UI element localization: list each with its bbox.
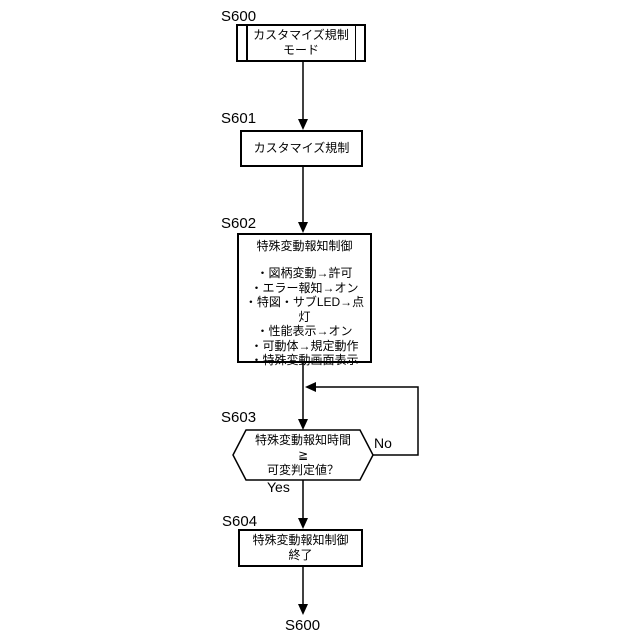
node-s602-bullet-5: ・可動体→規定動作 xyxy=(250,338,359,353)
arrowhead-into-s601 xyxy=(298,119,308,130)
node-s601-customize-restrict: カスタマイズ規制 xyxy=(240,130,363,167)
step-label-s600: S600 xyxy=(221,8,257,25)
node-s602-special-variation-notice-control: 特殊変動報知制御 ・図柄変動→許可 ・エラー報知→オン ・特図・サブLED→点灯… xyxy=(237,233,372,367)
node-s602-bullet-1: ・図柄変動→許可 xyxy=(256,266,353,280)
connector-no-loop xyxy=(307,386,419,456)
node-s604-special-variation-notice-control-end: 特殊変動報知制御 終了 xyxy=(238,529,363,567)
node-s603-text-line3: 可変判定値？ xyxy=(266,462,339,477)
step-label-s604: S604 xyxy=(222,513,258,530)
node-s600-text-line2: モード xyxy=(282,43,319,57)
arrowhead-into-s602 xyxy=(298,222,308,233)
step-label-s601: S601 xyxy=(221,110,257,127)
node-s600-text-line1: カスタマイズ規制 xyxy=(253,28,349,42)
node-s604-text-line2: 終了 xyxy=(288,548,313,562)
node-s603-text-line2: ≧ xyxy=(297,447,309,462)
node-s602-bullet-4: ・性能表示→オン xyxy=(256,324,353,338)
node-s602-title: 特殊変動報知制御 xyxy=(256,239,353,253)
arrowhead-into-s604 xyxy=(298,518,308,529)
node-s601-text-line1: カスタマイズ規制 xyxy=(253,141,350,155)
node-s603-text-line1: 特殊変動報知時間 xyxy=(254,432,351,447)
node-s602-bullet-3: ・特図・サブLED→点灯 xyxy=(244,295,365,324)
node-s604-text-line1: 特殊変動報知制御 xyxy=(252,533,349,547)
arrowheads xyxy=(298,119,316,615)
node-s600-customize-restrict-mode: カスタマイズ規制 モード xyxy=(236,24,366,62)
branch-label-yes: Yes xyxy=(267,479,290,495)
node-s602-bullet-6: ・特殊変動画面表示 xyxy=(250,353,359,367)
branch-label-no: No xyxy=(374,435,392,451)
connector-lines xyxy=(302,62,419,606)
node-s602-bullet-list: ・図柄変動→許可 ・エラー報知→オン ・特図・サブLED→点灯 ・性能表示→オン… xyxy=(239,266,370,368)
step-label-s603: S603 xyxy=(221,409,257,426)
node-s602-bullet-2: ・エラー報知→オン xyxy=(250,280,359,295)
node-s603-decision-text: 特殊変動報知時間 ≧ 可変判定値？ xyxy=(233,430,373,480)
step-label-s602: S602 xyxy=(221,215,257,232)
end-label-s600: S600 xyxy=(285,617,321,634)
arrowhead-into-end xyxy=(298,604,308,615)
arrowhead-into-s603 xyxy=(298,419,308,430)
arrowhead-no-loop xyxy=(305,382,316,392)
